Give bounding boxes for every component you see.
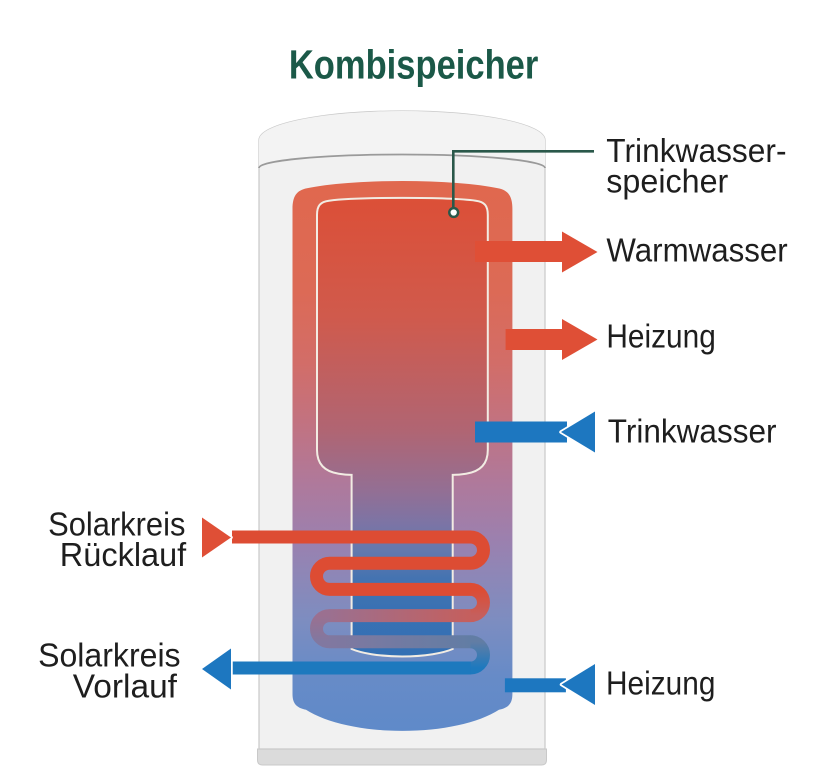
svg-text:Heizung: Heizung [606, 664, 715, 701]
svg-text:Kombispeicher: Kombispeicher [289, 41, 539, 87]
svg-text:Solarkreis: Solarkreis [38, 637, 181, 674]
svg-text:Heizung: Heizung [606, 318, 715, 355]
svg-text:Warmwasser: Warmwasser [606, 231, 787, 268]
svg-text:Solarkreis: Solarkreis [48, 505, 185, 542]
svg-text:Vorlauf: Vorlauf [73, 668, 178, 705]
svg-text:Trinkwasser-: Trinkwasser- [606, 132, 786, 169]
svg-text:Rücklauf: Rücklauf [60, 536, 187, 573]
svg-text:speicher: speicher [606, 163, 728, 200]
svg-text:Trinkwasser: Trinkwasser [608, 413, 777, 450]
